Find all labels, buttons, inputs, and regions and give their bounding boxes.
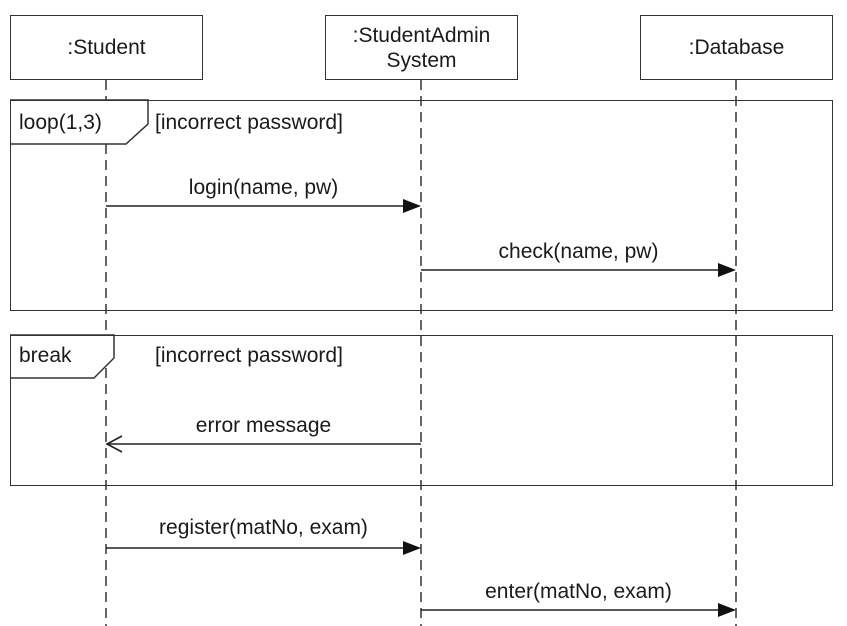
lifeline-student: :Student	[10, 15, 203, 80]
message-enter: enter(matNo, exam)	[485, 580, 672, 603]
message-login: login(name, pw)	[188, 176, 339, 199]
message-register: register(matNo, exam)	[159, 516, 368, 539]
lifeline-system-label: :StudentAdmin System	[352, 23, 491, 72]
lifeline-system: :StudentAdmin System	[325, 15, 518, 80]
loop-guard: [incorrect password]	[155, 111, 343, 134]
register-arrow-head	[403, 541, 421, 555]
error-arrow-head	[105, 435, 123, 453]
message-check: check(name, pw)	[498, 240, 659, 263]
loop-fragment	[10, 100, 833, 311]
message-error: error message	[195, 414, 332, 437]
loop-operator-label: loop(1,3)	[19, 111, 102, 134]
break-fragment	[10, 335, 833, 486]
break-operator-label: break	[19, 344, 72, 367]
check-arrow-head	[718, 263, 736, 277]
enter-arrow-head	[718, 603, 736, 617]
lifeline-database: :Database	[640, 15, 833, 80]
lifeline-student-label: :Student	[67, 36, 146, 59]
lifeline-database-label: :Database	[688, 36, 785, 59]
login-arrow-head	[403, 199, 421, 213]
break-guard: [incorrect password]	[155, 344, 343, 367]
